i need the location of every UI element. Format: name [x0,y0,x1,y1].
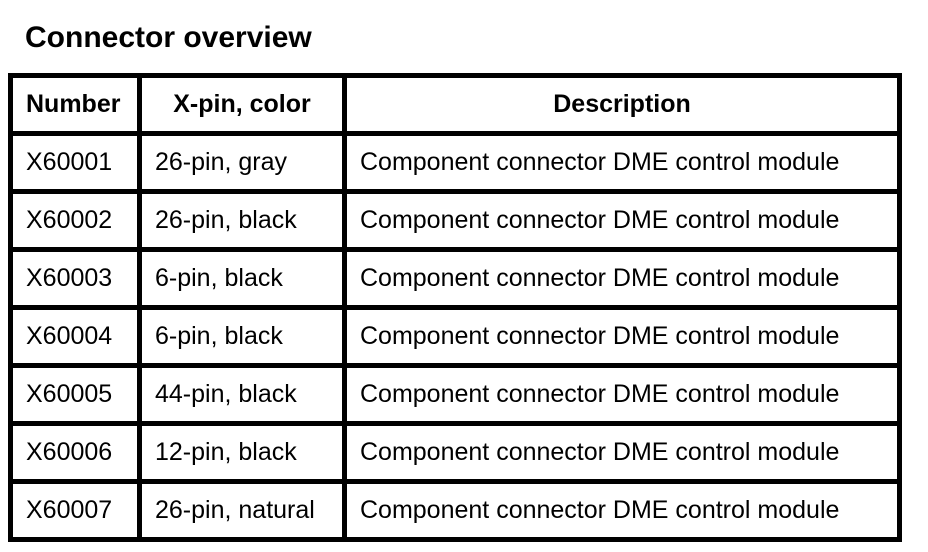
cell-description: Component connector DME control module [342,421,902,484]
cell-number: X60002 [8,189,142,252]
cell-number: X60006 [8,421,142,484]
cell-number: X60005 [8,363,142,426]
cell-description: Component connector DME control module [342,479,902,542]
cell-number: X60001 [8,131,142,194]
header-cell-number: Number [8,73,142,136]
cell-pin-color: 26-pin, natural [137,479,347,542]
table-row: X60007 26-pin, natural Component connect… [8,479,902,542]
page-title: Connector overview [25,21,312,55]
cell-description: Component connector DME control module [342,189,902,252]
cell-pin-color: 26-pin, black [137,189,347,252]
table-row: X60004 6-pin, black Component connector … [8,305,902,368]
cell-number: X60007 [8,479,142,542]
cell-number: X60003 [8,247,142,310]
connector-overview-table: Number X-pin, color Description X60001 2… [8,73,902,542]
cell-description: Component connector DME control module [342,247,902,310]
table-row: X60002 26-pin, black Component connector… [8,189,902,252]
table-row: X60006 12-pin, black Component connector… [8,421,902,484]
cell-description: Component connector DME control module [342,131,902,194]
cell-pin-color: 6-pin, black [137,247,347,310]
header-cell-xpin-color: X-pin, color [137,73,347,136]
cell-pin-color: 26-pin, gray [137,131,347,194]
table-row: X60005 44-pin, black Component connector… [8,363,902,426]
header-cell-description: Description [342,73,902,136]
table-row: X60001 26-pin, gray Component connector … [8,131,902,194]
cell-description: Component connector DME control module [342,363,902,426]
cell-pin-color: 12-pin, black [137,421,347,484]
cell-number: X60004 [8,305,142,368]
cell-pin-color: 44-pin, black [137,363,347,426]
cell-description: Component connector DME control module [342,305,902,368]
cell-pin-color: 6-pin, black [137,305,347,368]
table-row: X60003 6-pin, black Component connector … [8,247,902,310]
table-header-row: Number X-pin, color Description [8,73,902,136]
